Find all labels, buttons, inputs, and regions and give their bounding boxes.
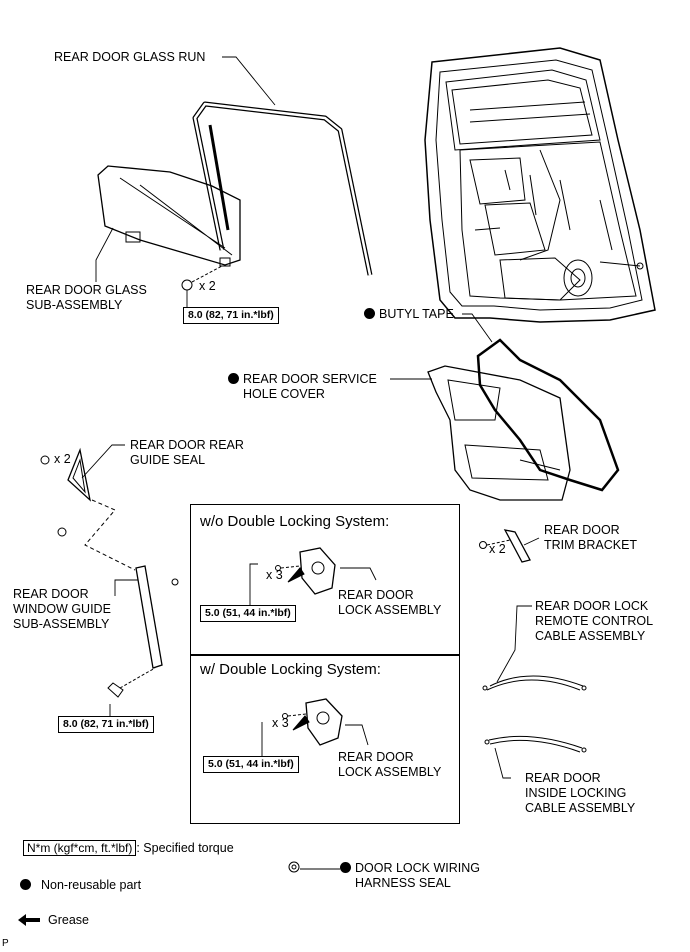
legend-non-reusable: Non-reusable part <box>20 878 141 893</box>
qty-trim-bracket-screw: x 2 <box>489 542 506 556</box>
without-double-locking-box <box>190 504 460 656</box>
legend-torque: N*m (kgf*cm, ft.*lbf): Specified torque <box>23 840 234 856</box>
legend-torque-box: N*m (kgf*cm, ft.*lbf) <box>23 840 137 856</box>
torque-lock-a: 5.0 (51, 44 in.*lbf) <box>200 605 296 622</box>
label-butyl-tape: BUTYL TAPE <box>364 307 454 322</box>
torque-glass-bolt: 8.0 (82, 71 in.*lbf) <box>183 307 279 324</box>
non-reusable-dot-icon <box>20 879 31 890</box>
label-glass-run: REAR DOOR GLASS RUN <box>54 50 206 64</box>
non-reusable-dot-icon <box>228 373 239 384</box>
service-hole-cover-drawing <box>427 365 571 501</box>
label-service-hole-cover: REAR DOOR SERVICE HOLE COVER <box>228 372 377 402</box>
rear-guide-seal-drawing <box>40 447 136 571</box>
label-harness-seal: DOOR LOCK WIRING HARNESS SEAL <box>340 861 480 891</box>
lock-assembly-b-drawing <box>282 698 343 746</box>
door-frame-drawing <box>424 47 656 323</box>
butyl-tape-drawing <box>476 338 620 492</box>
torque-lock-b: 5.0 (51, 44 in.*lbf) <box>203 756 299 773</box>
harness-seal-drawing <box>288 861 300 873</box>
non-reusable-dot-icon <box>364 308 375 319</box>
window-guide-drawing <box>107 565 179 698</box>
qty-lock-screw-a: x 3 <box>266 568 283 582</box>
title-with-double-locking: w/ Double Locking System: <box>200 661 381 678</box>
lock-assembly-a-drawing <box>275 547 336 595</box>
door-glass-drawing <box>97 165 241 267</box>
cables-drawing <box>482 675 587 753</box>
grease-arrow-icon <box>18 914 40 926</box>
qty-lock-screw-b: x 3 <box>272 716 289 730</box>
title-without-double-locking: w/o Double Locking System: <box>200 513 390 530</box>
leader-lines <box>81 56 540 870</box>
qty-guide-seal-screw: x 2 <box>54 452 71 466</box>
torque-window-guide-bolt: 8.0 (82, 71 in.*lbf) <box>58 716 154 733</box>
legend-grease: Grease <box>48 913 89 927</box>
glass-run-drawing <box>192 101 373 276</box>
with-double-locking-box <box>190 654 460 824</box>
non-reusable-dot-icon <box>340 862 351 873</box>
trim-bracket-drawing <box>479 529 531 563</box>
footer-code: P <box>2 938 9 949</box>
qty-glass-bolt: x 2 <box>199 279 216 293</box>
